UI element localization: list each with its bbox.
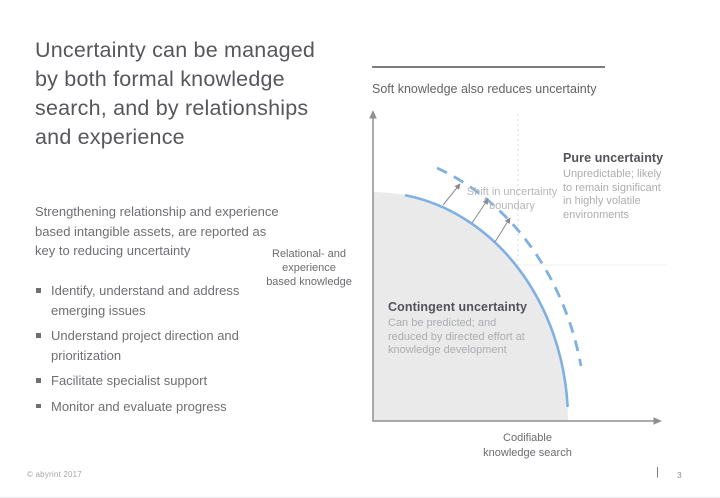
page-number: 3	[677, 470, 682, 480]
uncertainty-boundary-curve	[404, 194, 569, 408]
uncertainty-diagram-svg	[369, 110, 667, 425]
shift-boundary-annotation-line: Shift in uncertainty	[466, 186, 558, 198]
footer-copyright: © abyrint 2017	[27, 470, 82, 479]
bullet-list: Identify, understand and address emergin…	[35, 281, 295, 422]
list-item: Monitor and evaluate progress	[35, 397, 295, 417]
shifted-boundary-curve-dashed	[436, 166, 583, 367]
list-item: Understand project direction and priorit…	[35, 326, 295, 365]
description-line: Can be predicted; and	[388, 317, 497, 329]
intro-paragraph: Strengthening relationship and experienc…	[35, 204, 279, 258]
page-title-line: Uncertainty can be managed	[35, 38, 316, 62]
diagram-heading: Soft knowledge also reduces uncertainty	[372, 82, 597, 96]
shift-boundary-annotation-line: boundary	[489, 199, 535, 212]
bullet-square-icon	[36, 403, 41, 408]
shift-boundary-annotation: Shift in uncertainty boundary	[453, 186, 571, 213]
description-line: environments	[563, 208, 630, 221]
bullet-square-icon	[36, 333, 41, 338]
shift-arrow	[471, 198, 489, 224]
x-axis-label-line: Codifiable	[503, 432, 552, 444]
contingent-uncertainty-label: Contingent uncertainty Can be predicted;…	[388, 300, 548, 358]
page-title-line: by both formal knowledge	[35, 67, 285, 91]
page-title-line: search, and by relationships	[35, 96, 309, 120]
y-axis-label-line: experience	[282, 262, 336, 274]
bullet-square-icon	[36, 288, 41, 293]
bullet-square-icon	[36, 378, 41, 383]
y-axis-label: Relational- and experience based knowled…	[258, 247, 360, 289]
list-item-text: Monitor and evaluate progress	[51, 398, 227, 414]
y-axis-label-line: Relational- and	[272, 248, 346, 260]
x-axis-label: Codifiable knowledge search	[455, 431, 600, 461]
footer-divider: |	[656, 466, 659, 478]
contingent-region-fill	[373, 192, 568, 421]
y-axis-label-line: based knowledge	[266, 276, 352, 288]
description-line: in highly volatile	[563, 195, 641, 207]
pure-uncertainty-description: Unpredictable; likely to remain signific…	[563, 168, 683, 222]
section-divider	[372, 66, 605, 68]
shift-arrow	[442, 183, 461, 206]
pure-uncertainty-title: Pure uncertainty	[563, 151, 664, 165]
shift-arrow	[494, 217, 511, 243]
description-line: to remain significant	[563, 181, 661, 194]
description-line: knowledge development	[388, 344, 507, 356]
x-axis-label-line: knowledge search	[483, 447, 572, 459]
list-item-text: Understand project direction and priorit…	[51, 328, 239, 363]
x-axis-arrowhead-icon	[653, 417, 662, 425]
contingent-uncertainty-title: Contingent uncertainty	[388, 300, 528, 314]
description-line: reduced by directed effort at	[388, 330, 525, 343]
list-item: Identify, understand and address emergin…	[35, 281, 295, 320]
list-item: Facilitate specialist support	[35, 371, 295, 391]
contingent-uncertainty-description: Can be predicted; and reduced by directe…	[388, 317, 548, 358]
description-line: Unpredictable; likely	[563, 168, 662, 180]
page-title-line: and experience	[35, 125, 185, 149]
list-item-text: Facilitate specialist support	[51, 373, 208, 388]
y-axis-arrowhead-icon	[369, 110, 377, 119]
page-title: Uncertainty can be managed by both forma…	[35, 36, 355, 152]
pure-uncertainty-label: Pure uncertainty Unpredictable; likely t…	[563, 151, 683, 222]
list-item-text: Identify, understand and address emergin…	[51, 283, 240, 318]
